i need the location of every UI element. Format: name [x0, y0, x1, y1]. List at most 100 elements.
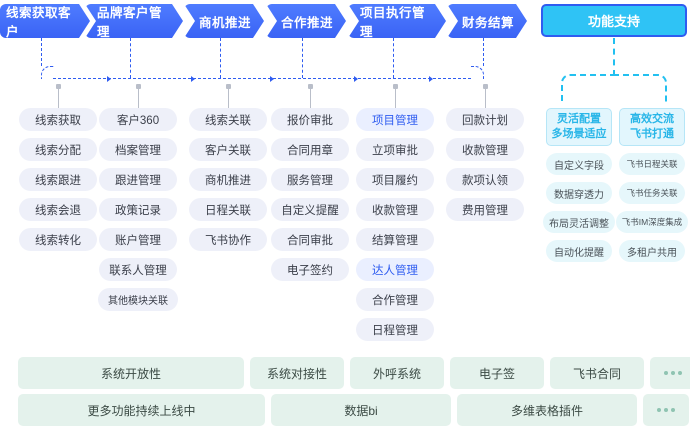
feature-pill[interactable]: 商机推进 — [189, 168, 267, 191]
bottom-cell-label: 外呼系统 — [372, 366, 421, 381]
support-pill[interactable]: 布局灵活调整 — [543, 211, 615, 233]
feature-pill[interactable]: 政策记录 — [99, 198, 177, 221]
column-stem-cap-4 — [308, 84, 313, 89]
feature-pill[interactable]: 档案管理 — [99, 138, 177, 161]
feature-pill[interactable]: 收款管理 — [356, 198, 434, 221]
feature-column-2: 客户360 档案管理跟进管理政策记录账户管理联系人管理其他模块关联 — [98, 108, 178, 311]
support-column-header[interactable]: 高效交流飞书打通 — [619, 108, 685, 146]
bottom-cell-label: 数据bi — [344, 403, 378, 418]
flow-tab-label: 商机推进 — [198, 15, 251, 30]
flow-tab-3[interactable]: 商机推进 — [184, 4, 264, 38]
bottom-cell[interactable]: 系统对接性 — [250, 357, 344, 389]
feature-column-6: 回款计划收款管理款项认领费用管理 — [445, 108, 525, 221]
bottom-row-1: 系统开放性 系统对接性 外呼系统 电子签 飞书合同 — [18, 357, 690, 389]
bottom-cell[interactable]: 数据bi — [271, 394, 451, 426]
column-stem-cap-5 — [393, 84, 398, 89]
support-pill[interactable]: 自定义字段 — [546, 153, 612, 175]
support-column-header[interactable]: 灵活配置多场景适应 — [546, 108, 612, 146]
ellipsis-icon — [657, 408, 675, 412]
feature-column-4: 报价审批合同用章服务管理自定义提醒合同审批电子签约 — [270, 108, 350, 281]
feature-pill[interactable]: 项目履约 — [356, 168, 434, 191]
feature-pill[interactable]: 线索转化 — [19, 228, 97, 251]
feature-pill[interactable]: 线索获取 — [19, 108, 97, 131]
flow-tab-label: 项目执行管理 — [360, 6, 426, 39]
flow-tab-4[interactable]: 合作推进 — [266, 4, 346, 38]
feature-pill[interactable]: 跟进管理 — [99, 168, 177, 191]
feature-pill[interactable]: 合同用章 — [271, 138, 349, 161]
feature-pill[interactable]: 报价审批 — [271, 108, 349, 131]
feature-pill[interactable]: 款项认领 — [446, 168, 524, 191]
flow-tab-5[interactable]: 项目执行管理 — [348, 4, 446, 38]
feature-pill[interactable]: 飞书协作 — [189, 228, 267, 251]
bottom-cell[interactable]: 外呼系统 — [350, 357, 444, 389]
flow-tab-6[interactable]: 财务结算 — [447, 4, 527, 38]
support-tab-button[interactable]: 功能支持 — [541, 4, 687, 37]
feature-pill[interactable]: 合作管理 — [356, 288, 434, 311]
feature-pill[interactable]: 电子签约 — [271, 258, 349, 281]
column-stem-3 — [228, 86, 229, 108]
bottom-cell[interactable]: 系统开放性 — [18, 357, 244, 389]
feature-pill[interactable]: 达人管理 — [356, 258, 434, 281]
feature-pill[interactable]: 线索关联 — [189, 108, 267, 131]
connector-arrow-5 — [429, 76, 434, 82]
feature-pill[interactable]: 收款管理 — [446, 138, 524, 161]
feature-pill[interactable]: 其他模块关联 — [98, 288, 178, 311]
support-pill[interactable]: 数据穿透力 — [546, 182, 612, 204]
feature-pill[interactable]: 客户360 — [99, 108, 177, 131]
feature-pill[interactable]: 项目管理 — [356, 108, 434, 131]
bottom-cell[interactable]: 更多功能持续上线中 — [18, 394, 265, 426]
feature-column-5: 项目管理立项审批项目履约收款管理结算管理达人管理合作管理日程管理 — [355, 108, 435, 341]
bottom-cell-label: 多维表格插件 — [510, 403, 583, 418]
support-header-line: 灵活配置 — [557, 113, 601, 125]
support-header-line: 飞书打通 — [630, 128, 674, 140]
feature-pill[interactable]: 立项审批 — [356, 138, 434, 161]
feature-pill[interactable]: 费用管理 — [446, 198, 524, 221]
ellipsis-icon — [664, 371, 682, 375]
bottom-row-2: 更多功能持续上线中 数据bi 多维表格插件 — [18, 394, 689, 426]
bottom-cell[interactable]: 飞书合同 — [550, 357, 644, 389]
feature-pill[interactable]: 联系人管理 — [99, 258, 177, 281]
feature-pill[interactable]: 客户关联 — [189, 138, 267, 161]
column-stem-cap-2 — [136, 84, 141, 89]
support-column-2: 高效交流飞书打通飞书日程关联飞书任务关联飞书IM深度集成多租户共用 — [615, 108, 689, 262]
support-pill[interactable]: 多租户共用 — [619, 240, 685, 262]
support-header-line: 多场景适应 — [551, 128, 607, 140]
feature-pill[interactable]: 日程关联 — [189, 198, 267, 221]
connector-bus — [53, 78, 471, 79]
support-column-1: 灵活配置多场景适应自定义字段数据穿透力布局灵活调整自动化提醒 — [543, 108, 615, 262]
feature-pill[interactable]: 自定义提醒 — [271, 198, 349, 221]
bottom-cell-label: 飞书合同 — [572, 366, 621, 381]
feature-pill[interactable]: 线索会退 — [19, 198, 97, 221]
feature-pill[interactable]: 日程管理 — [356, 318, 434, 341]
feature-pill[interactable]: 线索分配 — [19, 138, 97, 161]
bottom-cell-label: 更多功能持续上线中 — [87, 403, 196, 418]
connector-arrow-4 — [353, 76, 358, 82]
feature-pill[interactable]: 服务管理 — [271, 168, 349, 191]
feature-pill[interactable]: 线索跟进 — [19, 168, 97, 191]
bottom-cell[interactable]: 电子签 — [450, 357, 544, 389]
support-pill[interactable]: 飞书任务关联 — [619, 182, 685, 204]
support-pill[interactable]: 飞书IM深度集成 — [615, 211, 689, 233]
bottom-cell-label: 系统对接性 — [266, 366, 327, 381]
bottom-cell[interactable]: 多维表格插件 — [457, 394, 637, 426]
flow-tab-label: 合作推进 — [280, 15, 333, 30]
support-pill[interactable]: 飞书日程关联 — [619, 153, 685, 175]
support-pill[interactable]: 自动化提醒 — [546, 240, 612, 262]
bottom-cell-label: 电子签 — [478, 366, 515, 381]
flow-tab-label: 品牌客户管理 — [97, 6, 163, 39]
feature-pill[interactable]: 合同审批 — [271, 228, 349, 251]
bottom-more-cell[interactable] — [643, 394, 689, 426]
feature-pill[interactable]: 回款计划 — [446, 108, 524, 131]
flow-tab-1[interactable]: 线索获取客户 — [0, 4, 90, 38]
bottom-more-cell[interactable] — [650, 357, 690, 389]
connector-drop-2 — [130, 38, 131, 78]
cyan-branch-right — [613, 74, 667, 104]
feature-pill[interactable]: 结算管理 — [356, 228, 434, 251]
bottom-cell-label: 系统开放性 — [100, 366, 161, 381]
feature-column-1: 线索获取线索分配线索跟进线索会退线索转化 — [18, 108, 98, 251]
column-stem-1 — [58, 86, 59, 108]
feature-pill[interactable]: 账户管理 — [99, 228, 177, 251]
connector-drop-5 — [393, 38, 394, 78]
connector-arrow-1 — [107, 76, 112, 82]
flow-tab-2[interactable]: 品牌客户管理 — [85, 4, 183, 38]
